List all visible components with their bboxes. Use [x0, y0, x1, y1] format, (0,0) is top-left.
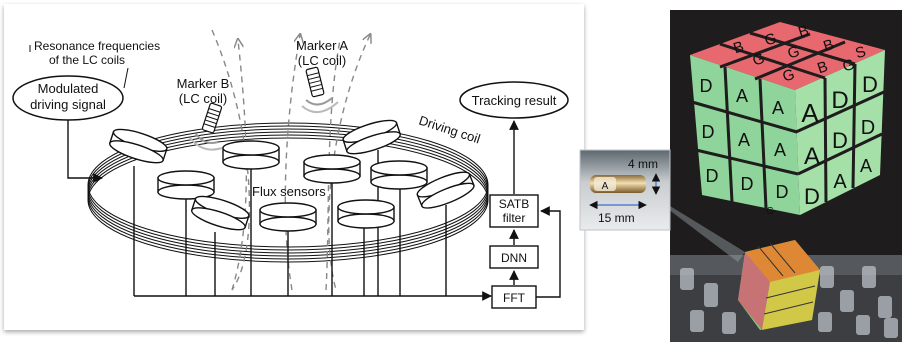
cube-left-letter: G [766, 206, 774, 217]
satb-label-2: filter [503, 211, 526, 225]
cube-left-letter: A [738, 130, 750, 150]
cube-right-letter: D [831, 87, 848, 114]
cube-left-letter: A [774, 140, 786, 160]
marker-inset: A 4 mm 15 mm [580, 150, 670, 230]
cube-left-letter: D [702, 122, 715, 142]
marker-a-label-2: (LC coil) [298, 53, 346, 68]
cube-right-letter: A [833, 171, 847, 193]
photo-panel: B G B G G B S G B G D A A D A A D D [580, 10, 902, 342]
cube-right-letter: D [862, 72, 878, 97]
cube-left-letter: D [741, 174, 754, 194]
driving-signal-label-2: driving signal [30, 97, 106, 112]
cube-left-letter: A [736, 86, 748, 106]
cube-right-letter: D [804, 184, 820, 209]
cube-left-letter: A [772, 98, 784, 118]
cube-left-letter: D [706, 166, 719, 186]
driving-signal-label: Modulated [38, 81, 99, 96]
cube-left-letter: D [776, 182, 789, 202]
cube-right-letter: A [860, 156, 872, 176]
cube-right-letter: A [801, 98, 819, 128]
flux-sensors-label: Flux sensors [252, 184, 326, 199]
marker-a-label: Marker A [296, 38, 348, 53]
dnn-label: DNN [501, 251, 527, 265]
marker-inset-letter: A [602, 181, 609, 192]
satb-label: SATB [499, 197, 529, 211]
marker-b-label: Marker B [177, 76, 230, 91]
cube-right-letter: D [861, 117, 875, 139]
dim-length-label: 15 mm [598, 211, 635, 225]
fft-label: FFT [503, 291, 526, 305]
resonance-label-2: of the LC coils [49, 53, 125, 67]
tracking-result-label: Tracking result [472, 93, 557, 108]
resonance-label: Resonance frequencies [34, 39, 160, 53]
cube-left-letter: D [700, 76, 713, 96]
marker-b-label-2: (LC coil) [179, 91, 227, 106]
diagram-panel: Modulated driving signal Resonance frequ… [4, 4, 584, 330]
dim-height-label: 4 mm [628, 157, 658, 171]
cube-right-letter: D [832, 128, 848, 153]
cube-right-letter: A [804, 143, 820, 170]
